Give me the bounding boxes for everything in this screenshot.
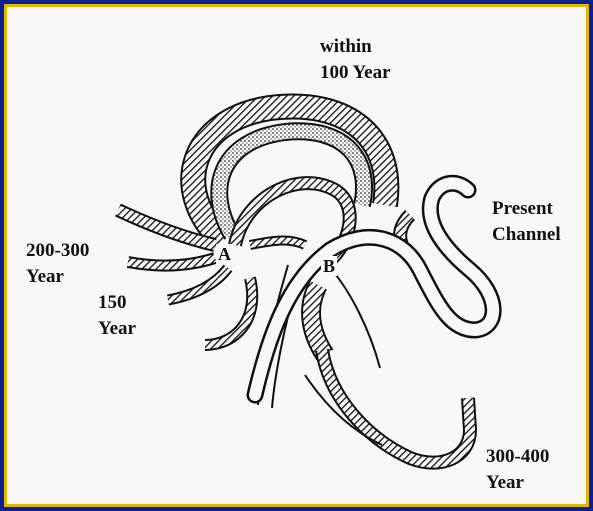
label-300-400-line2: Year — [486, 470, 549, 496]
label-within-100-line1: within — [320, 34, 391, 60]
river-migration-diagram — [7, 7, 586, 504]
point-b-label: B — [321, 256, 337, 276]
label-present-line2: Channel — [492, 222, 561, 248]
label-200-300-line2: Year — [26, 264, 89, 290]
label-within-100-line2: 100 Year — [320, 60, 391, 86]
present-channel — [255, 183, 493, 395]
label-present-line1: Present — [492, 196, 561, 222]
label-300-400-year: 300-400 Year — [486, 444, 549, 496]
label-150-line1: 150 — [98, 290, 136, 316]
label-200-300-year: 200-300 Year — [26, 238, 89, 290]
label-within-100-year: within 100 Year — [320, 34, 391, 86]
label-present-channel: Present Channel — [492, 196, 561, 248]
point-a-label: A — [216, 244, 233, 264]
label-150-line2: Year — [98, 316, 136, 342]
label-200-300-line1: 200-300 — [26, 238, 89, 264]
label-150-year: 150 Year — [98, 290, 136, 342]
channel-300-400-year — [322, 350, 470, 463]
label-300-400-line1: 300-400 — [486, 444, 549, 470]
